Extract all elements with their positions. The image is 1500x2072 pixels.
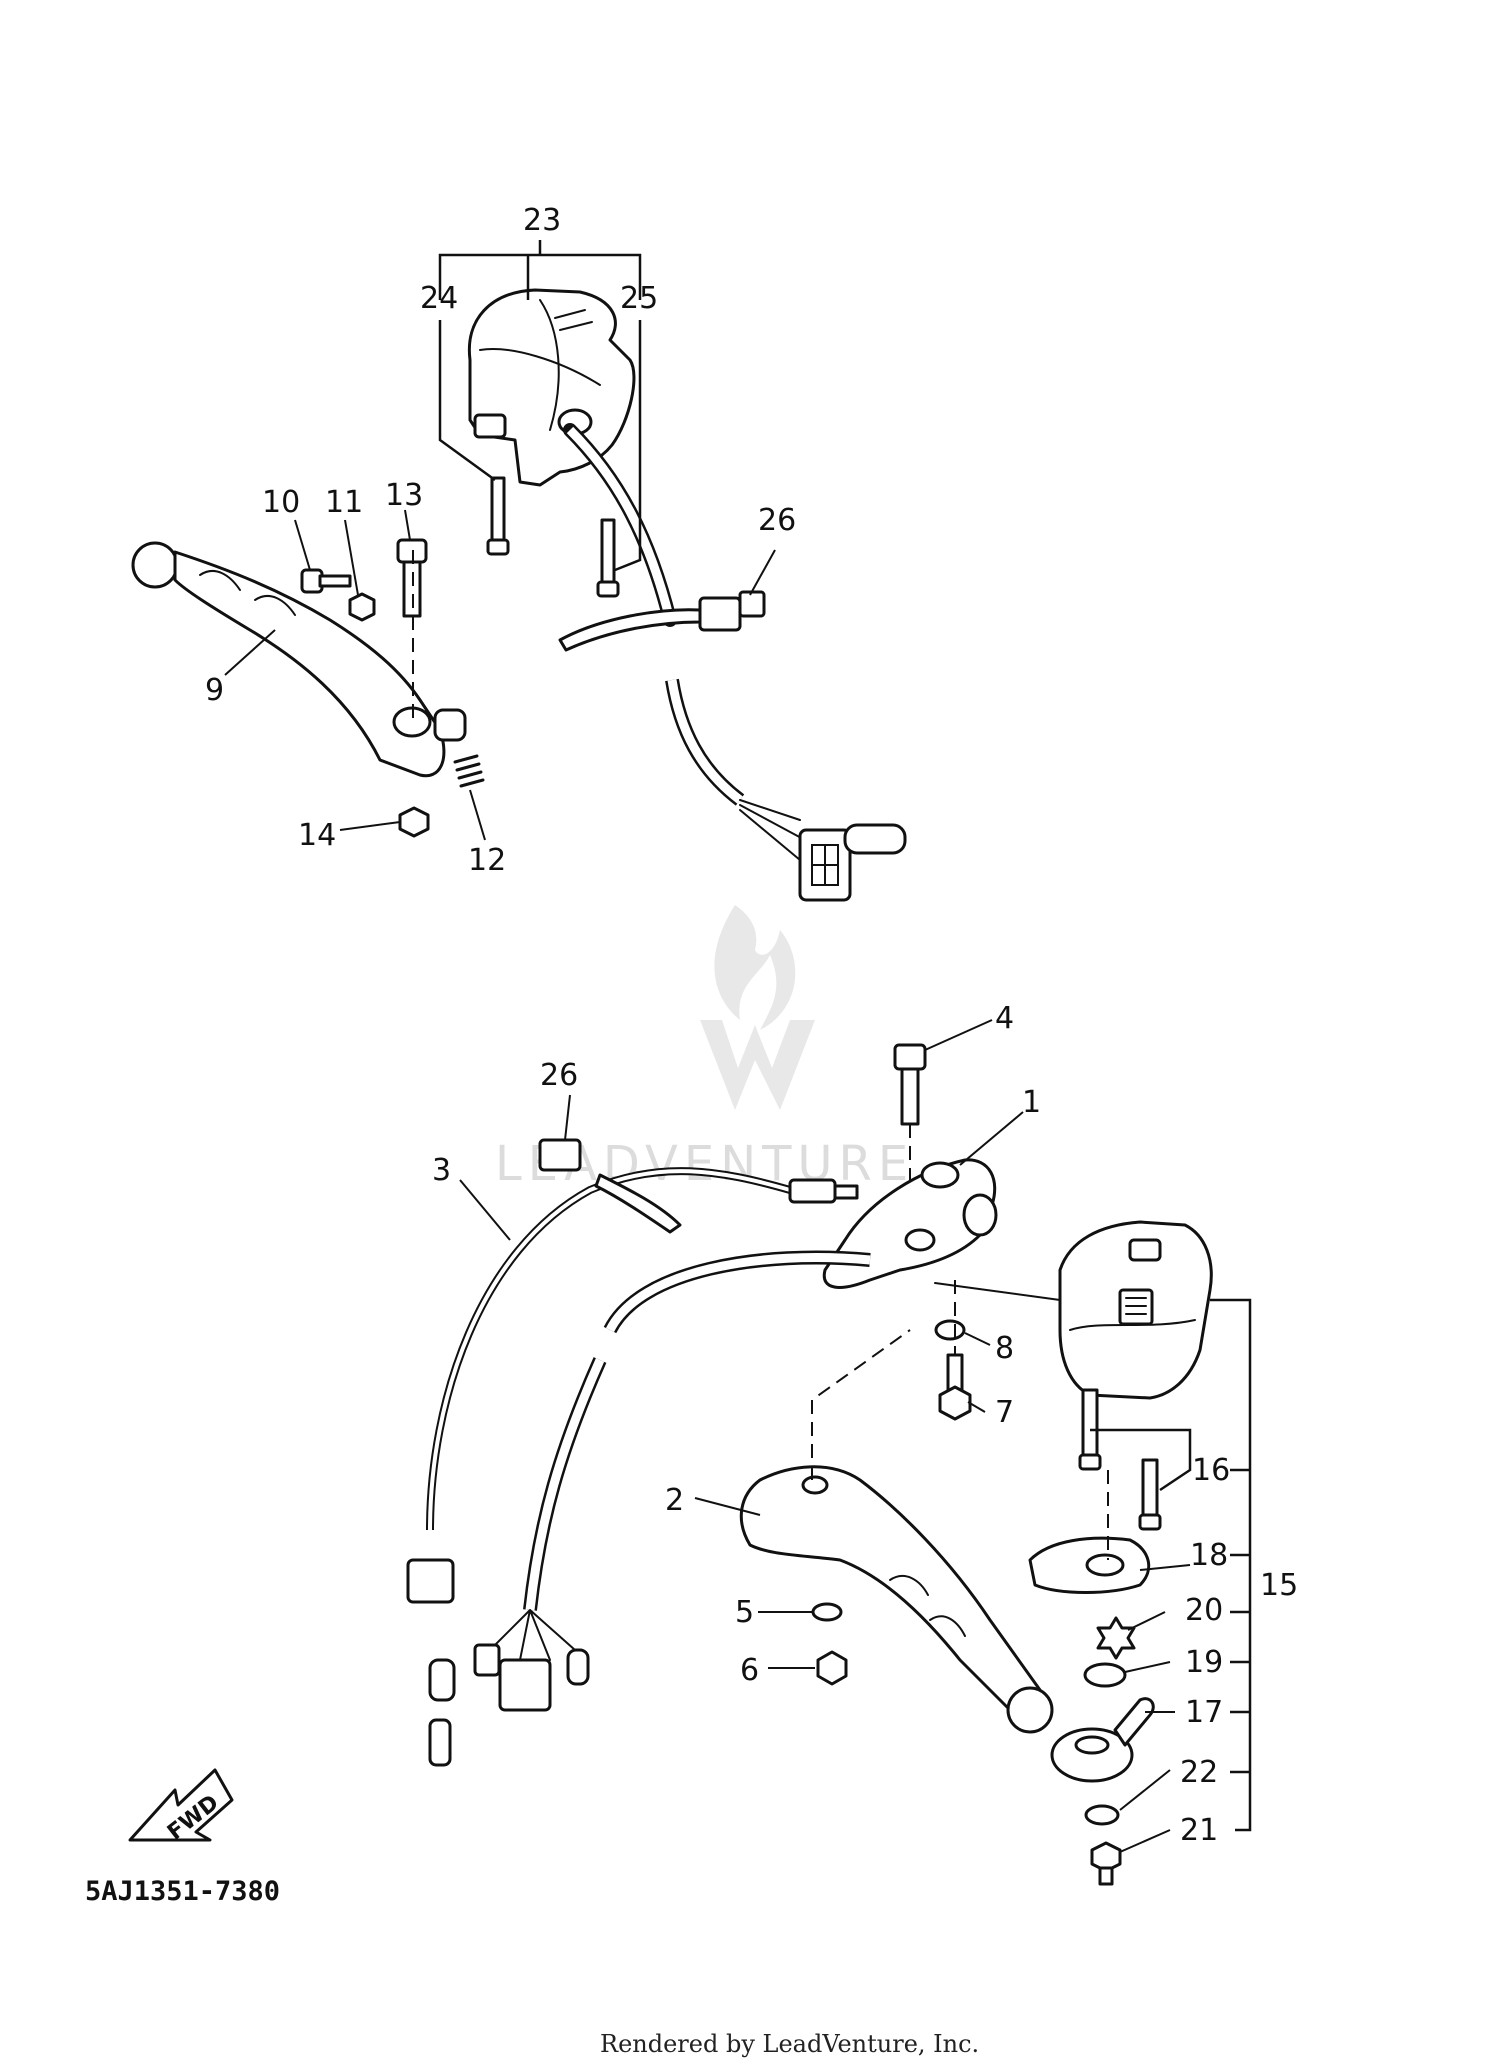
callout-6: 6 bbox=[740, 1653, 759, 1688]
callout-1: 1 bbox=[1022, 1085, 1041, 1120]
callout-19: 19 bbox=[1185, 1645, 1223, 1680]
callout-23: 23 bbox=[523, 203, 561, 238]
spring-12 bbox=[453, 754, 485, 788]
washer-19 bbox=[1083, 1662, 1127, 1688]
callout-11: 11 bbox=[325, 485, 363, 520]
lever-2 bbox=[739, 1465, 1054, 1734]
bracket-16 bbox=[1090, 1428, 1192, 1492]
callout-17: 17 bbox=[1185, 1695, 1223, 1730]
screw-16b bbox=[1138, 1458, 1162, 1531]
knob-18 bbox=[1028, 1536, 1151, 1594]
callout-22: 22 bbox=[1180, 1755, 1218, 1790]
callout-labels: 1 2 3 4 5 6 7 8 9 10 11 12 13 14 15 16 1… bbox=[205, 203, 1298, 1848]
callout-5: 5 bbox=[735, 1595, 754, 1630]
callout-4: 4 bbox=[995, 1001, 1014, 1036]
bracket-25 bbox=[614, 320, 642, 572]
washer-8 bbox=[934, 1319, 966, 1341]
screw-16a bbox=[1078, 1388, 1102, 1471]
nut-14 bbox=[398, 806, 430, 838]
callout-10: 10 bbox=[262, 485, 300, 520]
callout-25: 25 bbox=[620, 281, 658, 316]
callout-7: 7 bbox=[995, 1395, 1014, 1430]
nut-6 bbox=[816, 1650, 848, 1686]
callout-24: 24 bbox=[420, 281, 458, 316]
callout-9: 9 bbox=[205, 673, 224, 708]
flame-logo-icon bbox=[700, 905, 815, 1110]
forward-arrow-icon: FWD bbox=[128, 1768, 234, 1845]
callout-18: 18 bbox=[1190, 1538, 1228, 1573]
bracket-24 bbox=[438, 320, 496, 482]
bolt-4 bbox=[893, 1043, 927, 1126]
bracket-15 bbox=[1210, 1298, 1252, 1832]
knob-17 bbox=[1050, 1697, 1155, 1783]
callout-8: 8 bbox=[995, 1331, 1014, 1366]
switch-harness bbox=[563, 423, 907, 902]
callout-3: 3 bbox=[432, 1153, 451, 1188]
callout-26-lower: 26 bbox=[540, 1058, 578, 1093]
brake-harness bbox=[406, 1250, 871, 1767]
screw-25 bbox=[596, 518, 620, 598]
leader-lines bbox=[224, 509, 1191, 1853]
star-spring-20 bbox=[1096, 1616, 1136, 1660]
callout-20: 20 bbox=[1185, 1593, 1223, 1628]
callout-2: 2 bbox=[665, 1483, 684, 1518]
cable-band-lower bbox=[538, 1138, 682, 1234]
bolt-7 bbox=[938, 1353, 972, 1421]
screw-24 bbox=[486, 476, 510, 556]
callout-26-upper: 26 bbox=[758, 503, 796, 538]
cable-band-upper bbox=[558, 590, 766, 652]
bracket-23 bbox=[438, 240, 642, 300]
clutch-cable-3 bbox=[426, 1167, 859, 1531]
left-switch-housing bbox=[467, 288, 636, 487]
callout-14: 14 bbox=[298, 818, 336, 853]
callout-21: 21 bbox=[1180, 1813, 1218, 1848]
lever-9 bbox=[131, 541, 467, 778]
footer-credit: Rendered by LeadVenture, Inc. bbox=[600, 2030, 979, 2058]
callout-12: 12 bbox=[468, 843, 506, 878]
bolt-10 bbox=[300, 568, 352, 594]
right-switch-housing bbox=[1058, 1220, 1213, 1400]
screw-21 bbox=[1090, 1841, 1122, 1886]
nut-11 bbox=[348, 592, 376, 622]
callout-15: 15 bbox=[1260, 1568, 1298, 1603]
washer-5 bbox=[811, 1602, 843, 1622]
diagram-reference-code: 5AJ1351-7380 bbox=[85, 1876, 280, 1907]
washer-22 bbox=[1084, 1804, 1120, 1826]
callout-13: 13 bbox=[385, 478, 423, 513]
callout-16: 16 bbox=[1192, 1453, 1230, 1488]
